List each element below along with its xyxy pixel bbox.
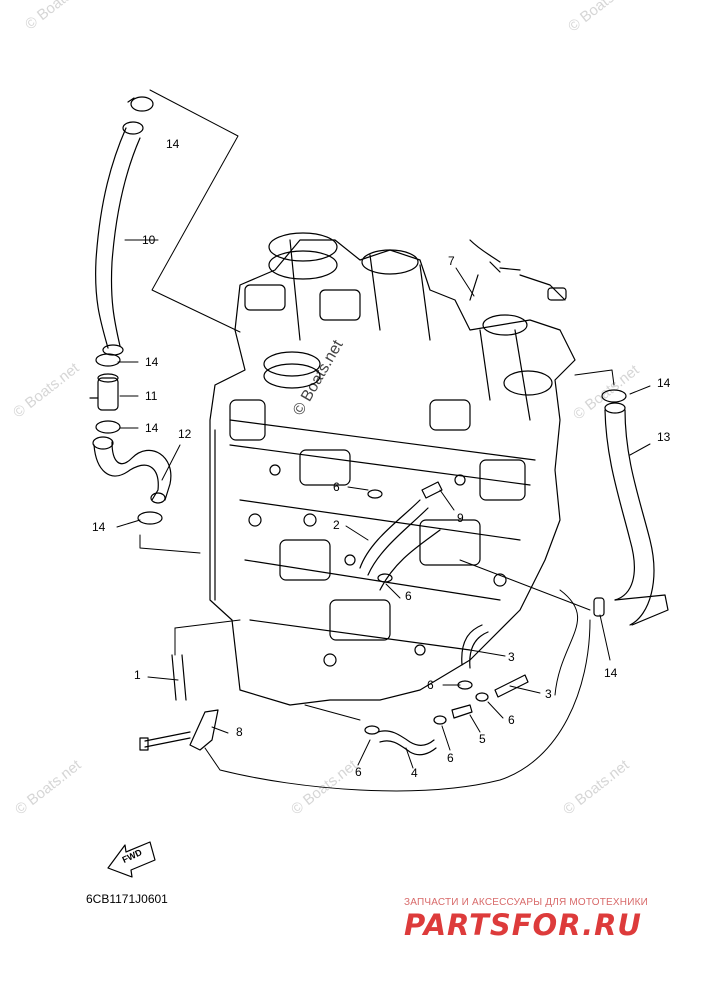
engine-block	[209, 232, 576, 706]
callout-10: 10	[142, 233, 156, 247]
hose-2	[359, 499, 441, 591]
brand-logo[interactable]: PARTSFOR.RU	[404, 908, 642, 942]
callout-6: 6	[333, 480, 340, 494]
clamp-14-left	[137, 511, 163, 525]
clamp-14-a	[95, 353, 121, 367]
callout-12: 12	[178, 427, 192, 441]
clamp-14-right-low	[593, 597, 605, 617]
callout-6: 6	[427, 678, 434, 692]
hose-1	[171, 654, 187, 701]
callout-6: 6	[405, 589, 412, 603]
hose-12	[92, 436, 172, 504]
hose-10	[95, 121, 144, 356]
callout-14: 14	[145, 421, 159, 435]
callout-14: 14	[145, 355, 159, 369]
joint-11	[89, 373, 119, 411]
fwd-arrow-icon	[107, 841, 156, 878]
bracket-8	[139, 709, 219, 751]
callout-14: 14	[166, 137, 180, 151]
clamp-14-b	[95, 420, 121, 434]
clamp-14-top	[127, 96, 154, 112]
callout-13: 13	[657, 430, 671, 444]
leader-lines	[116, 89, 651, 792]
callout-14: 14	[92, 520, 106, 534]
clamps-6	[364, 489, 489, 735]
brand-tagline: ЗАПЧАСТИ И АКСЕССУАРЫ ДЛЯ МОТОТЕХНИКИ	[404, 897, 649, 908]
callout-3: 3	[508, 650, 515, 664]
callout-3: 3	[545, 687, 552, 701]
callout-9: 9	[457, 511, 464, 525]
callout-6: 6	[508, 713, 515, 727]
hose-3	[461, 624, 529, 698]
callout-7: 7	[448, 254, 455, 268]
callout-14: 14	[604, 666, 618, 680]
hose-4	[377, 730, 437, 756]
hose-13	[604, 402, 669, 626]
hose-7	[469, 239, 567, 301]
callout-6: 6	[447, 751, 454, 765]
joint-5	[451, 704, 473, 719]
callout-14: 14	[657, 376, 671, 390]
callout-8: 8	[236, 725, 243, 739]
callout-1: 1	[134, 668, 141, 682]
callout-11: 11	[145, 389, 158, 403]
callout-2: 2	[333, 518, 340, 532]
pipe-9	[421, 481, 443, 499]
callout-5: 5	[479, 732, 486, 746]
diagram-code: 6CB1171J0601	[86, 892, 168, 906]
callout-4: 4	[411, 766, 418, 780]
clamp-14-right	[601, 389, 627, 403]
callout-6: 6	[355, 765, 362, 779]
